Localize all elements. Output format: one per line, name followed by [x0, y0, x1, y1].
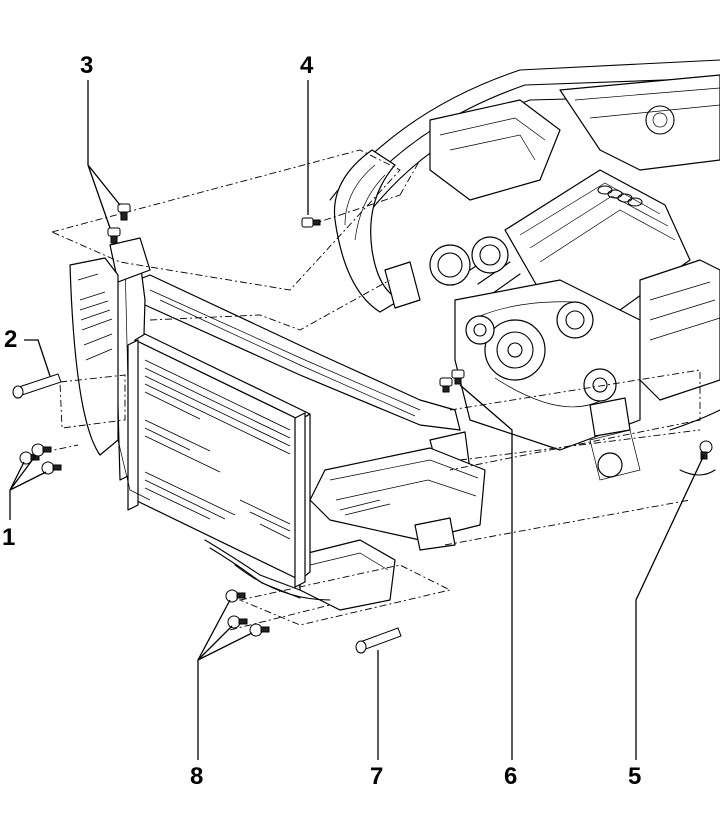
callout-3: 3 — [80, 52, 93, 79]
left-headlamp-illustration — [69, 257, 151, 501]
callout-8: 8 — [190, 763, 203, 790]
bolt-6a-icon — [439, 377, 453, 393]
bolt-8b-icon — [227, 615, 248, 629]
right-headlamp-illustration — [309, 447, 486, 551]
callout-5: 5 — [628, 763, 641, 790]
leader-lines — [9, 80, 705, 760]
bolt-4-icon — [301, 217, 321, 228]
callout-1: 1 — [2, 524, 15, 551]
radiator-illustration — [127, 333, 331, 601]
callout-7: 7 — [370, 763, 383, 790]
bolt-1b-icon — [31, 443, 52, 457]
bolt-2-icon — [12, 373, 62, 399]
engine-bay-illustration — [329, 59, 720, 481]
bolt-6b-icon — [451, 369, 465, 385]
bolt-8a-icon — [225, 589, 246, 603]
bolt-5-icon — [699, 440, 713, 460]
bolt-1a-icon — [19, 451, 40, 465]
callout-2: 2 — [4, 326, 17, 353]
assembly-dash-lines — [29, 149, 701, 631]
bolt-1c-icon — [41, 461, 62, 475]
bolt-3b-icon — [107, 227, 121, 244]
bolt-7-icon — [355, 627, 402, 654]
bolt-8c-icon — [249, 623, 270, 637]
callout-4: 4 — [300, 52, 314, 79]
logo-rings-icon — [597, 185, 643, 207]
callout-6: 6 — [504, 763, 517, 790]
bolt-3a-icon — [117, 203, 131, 221]
